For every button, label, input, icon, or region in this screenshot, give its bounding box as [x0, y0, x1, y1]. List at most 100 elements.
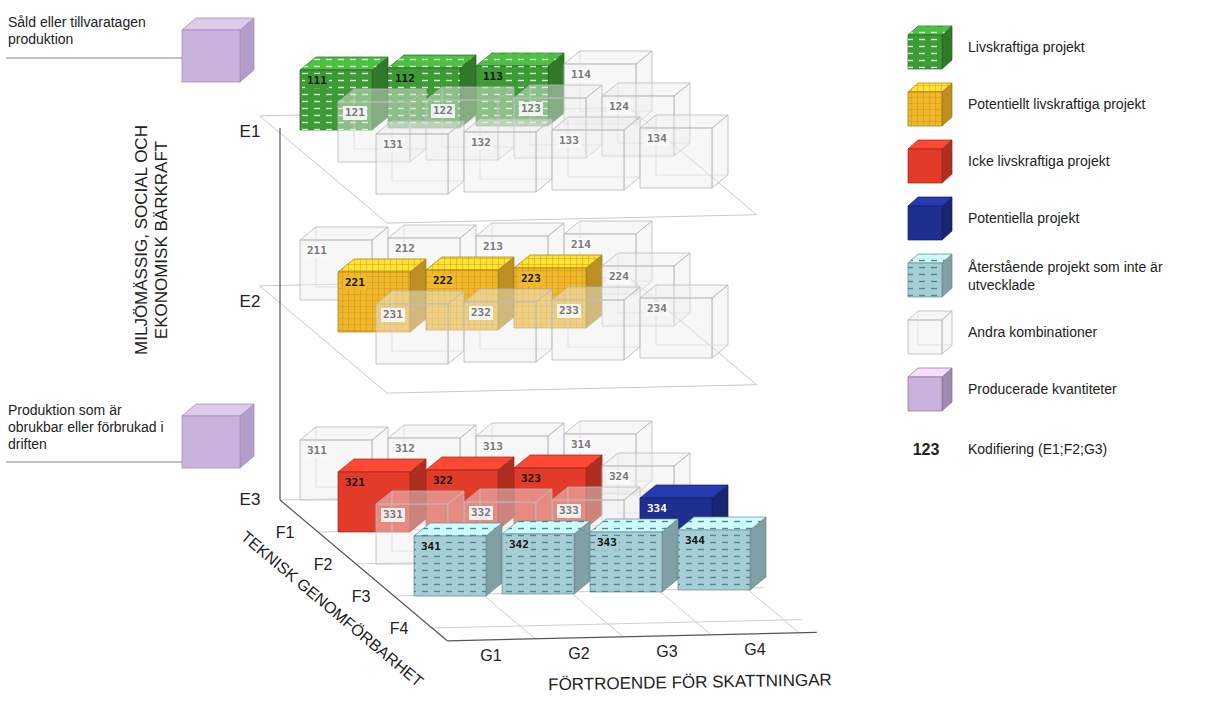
- cube-face: [678, 517, 766, 530]
- cube-code: 212: [393, 242, 417, 256]
- cube-face: [564, 51, 652, 64]
- cube-slot: [376, 121, 464, 194]
- cube-face: [552, 487, 640, 500]
- cube-face: [502, 534, 574, 594]
- axis-level: G2: [568, 644, 589, 663]
- cube-texture: [590, 519, 678, 532]
- cube-face: [908, 26, 952, 35]
- code-sample: 123: [913, 440, 940, 459]
- cube-code: 343: [595, 536, 619, 550]
- grid-line: [432, 620, 802, 628]
- cube-slot: [376, 291, 464, 364]
- cube-code-box: 344: [678, 530, 750, 590]
- purple-quantity-cube: [182, 18, 254, 82]
- axis-line: [447, 632, 817, 640]
- cube-code: 321: [343, 476, 367, 490]
- cube-face: [502, 521, 590, 534]
- cube-code-box: 333: [552, 500, 624, 560]
- cube-code: 131: [381, 138, 405, 152]
- legend-swatch: [905, 22, 961, 72]
- legend-label: Kodifiering (E1;F2;G3): [968, 441, 1203, 459]
- axis-title: MILJÖMÄSSIG, SOCIAL OCH EKONOMISK BÄRKRA…: [132, 115, 173, 365]
- cube-face: [464, 119, 552, 132]
- cube-code-box: 234: [640, 298, 712, 358]
- cube-face: [476, 53, 564, 66]
- cube-code: 113: [481, 70, 505, 84]
- cube-face: [338, 259, 426, 272]
- cube-texture: [908, 92, 942, 126]
- axis-level: F3: [352, 587, 371, 606]
- cube-face: [300, 427, 388, 440]
- cube-face: [388, 225, 476, 238]
- cube-slot: [464, 119, 552, 192]
- cube-code-box: 233: [552, 300, 624, 360]
- cube-code: 214: [569, 238, 593, 252]
- cube-code-box: 133: [552, 130, 624, 190]
- cube-face: [590, 532, 662, 592]
- cube-code: 341: [419, 540, 443, 554]
- cube-code-box: 324: [602, 466, 674, 526]
- cube-code-box: 211: [300, 240, 372, 300]
- swatch-cube: [908, 140, 952, 183]
- cube-slot: [552, 287, 640, 360]
- cube-code: 232: [469, 306, 493, 320]
- cube-face: [908, 140, 952, 149]
- cube-code-box: 112: [388, 68, 460, 128]
- legend-label: Återstående projekt som inte är utveckla…: [968, 259, 1203, 294]
- cube-code: 311: [305, 444, 329, 458]
- cube-face: [908, 320, 942, 354]
- legend-label: Producerade kvantiteter: [968, 381, 1203, 399]
- cube-texture: [426, 257, 514, 270]
- cube-texture: [300, 57, 388, 70]
- callout-label: Produktion som är obrukbar eller förbruk…: [8, 402, 176, 452]
- leader-line: [6, 462, 182, 463]
- leader-line: [6, 58, 182, 59]
- cube-face: [464, 132, 536, 192]
- axis-level: E2: [240, 292, 261, 312]
- cube-code-box: 221: [338, 272, 410, 332]
- axis-title: FÖRTROENDE FÖR SKATTNINGAR: [548, 670, 832, 695]
- cube-face: [388, 55, 476, 68]
- cube-code-box: 131: [376, 134, 448, 194]
- cube-code-box: 321: [338, 472, 410, 532]
- cube-face: [464, 489, 552, 502]
- cube-face: [908, 263, 942, 297]
- cube-face: [426, 457, 514, 470]
- cube-face: [552, 117, 640, 130]
- purple-quantity-cube: [182, 404, 254, 468]
- cube-face: [552, 130, 624, 190]
- cube-slot: [502, 521, 590, 594]
- cube-face: [414, 523, 502, 536]
- cube-code: 344: [683, 534, 707, 548]
- cube-texture: [908, 83, 952, 92]
- swatch-cube: [908, 83, 952, 126]
- cube-code-box: 111: [300, 70, 372, 130]
- cube-face: [602, 253, 690, 266]
- cube-face: [376, 291, 464, 304]
- cube-hidden-edge: [918, 311, 952, 345]
- cube-face: [908, 92, 942, 126]
- swatch-cube: [908, 311, 952, 354]
- classification-cube: [376, 121, 464, 194]
- cube-code: 233: [557, 304, 581, 318]
- cube-code-box: 214: [564, 234, 636, 294]
- cube-code: 322: [431, 474, 455, 488]
- cube-face: [640, 285, 728, 298]
- cube-texture: [502, 521, 590, 534]
- legend-swatch: [905, 136, 961, 186]
- axis-level: E3: [240, 490, 261, 510]
- cube-code: 223: [519, 272, 543, 286]
- axis-level: G3: [656, 642, 677, 661]
- cube-code-box: 123: [514, 98, 586, 158]
- cube-face: [300, 57, 388, 70]
- cube-texture: [338, 259, 426, 272]
- cube-face: [602, 453, 690, 466]
- cube-code: 234: [645, 302, 669, 316]
- swatch-cube: [908, 254, 952, 297]
- cube-face: [514, 455, 602, 468]
- cube-face: [908, 368, 952, 377]
- cube-code: 314: [569, 438, 593, 452]
- cube-code: 132: [469, 136, 493, 150]
- cube-face: [552, 287, 640, 300]
- cube-face: [338, 89, 426, 102]
